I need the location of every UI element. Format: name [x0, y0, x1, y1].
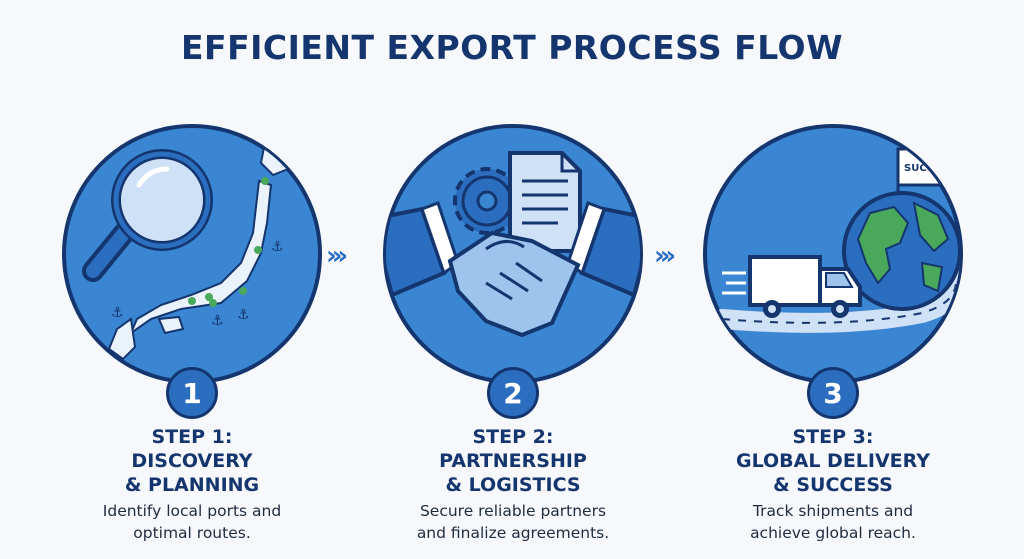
step-2-description: Secure reliable partners and finalize ag… — [363, 500, 663, 544]
page-title: EFFICIENT EXPORT PROCESS FLOW — [180, 28, 843, 67]
step-1-illustration: ⚓ ⚓ ⚓ ⚓ — [61, 123, 323, 385]
step-3-description: Track shipments and achieve global reach… — [683, 500, 983, 544]
step-2-desc-line: and finalize agreements. — [416, 524, 610, 542]
globe-icon — [842, 191, 960, 311]
step-1-number-badge: 1 — [166, 367, 218, 419]
svg-text:⚓: ⚓ — [237, 307, 250, 323]
svg-text:⚓: ⚓ — [111, 305, 124, 321]
step-3-title-line: & SUCCESS — [773, 474, 893, 496]
japan-map — [259, 129, 303, 177]
step-3-title-line: STEP 3: — [792, 426, 874, 448]
flow-arrow-2: ››› — [654, 241, 676, 271]
step-2-title-line: PARTNERSHIP — [439, 450, 587, 472]
step-3-desc-line: Track shipments and — [752, 502, 914, 520]
svg-text:⚓: ⚓ — [271, 239, 284, 255]
step-1-title: STEP 1: DISCOVERY & PLANNING — [42, 425, 342, 497]
step-2-number-badge: 2 — [487, 367, 539, 419]
truck-icon — [722, 255, 862, 318]
step-1-desc-line: Identify local ports and — [102, 502, 282, 520]
step-2-desc-line: Secure reliable partners — [419, 502, 607, 520]
step-2-title: STEP 2: PARTNERSHIP & LOGISTICS — [363, 425, 663, 497]
step-1-title-line: & PLANNING — [124, 474, 260, 496]
step-3-desc-line: achieve global reach. — [750, 524, 916, 542]
handshake-document-gear-icon — [383, 124, 643, 384]
step-1-title-line: STEP 1: — [151, 426, 233, 448]
truck-globe-flag-icon: SUCCESS — [703, 124, 963, 384]
document-icon — [508, 151, 582, 253]
step-1-title-line: DISCOVERY — [131, 450, 253, 472]
step-3-title-line: GLOBAL DELIVERY — [735, 450, 931, 472]
step-3-illustration: SUCCESS — [702, 123, 964, 385]
gear-icon — [453, 167, 521, 235]
magnifier-japan-map-icon: ⚓ ⚓ ⚓ ⚓ — [62, 124, 322, 384]
step-2-illustration — [382, 123, 644, 385]
step-3-title: STEP 3: GLOBAL DELIVERY & SUCCESS — [683, 425, 983, 497]
step-2-title-line: STEP 2: — [472, 426, 554, 448]
step-1-description: Identify local ports and optimal routes. — [42, 500, 342, 544]
step-2-title-line: & LOGISTICS — [445, 474, 581, 496]
handshake-icon — [447, 230, 581, 338]
step-3-number-badge: 3 — [807, 367, 859, 419]
svg-text:⚓: ⚓ — [211, 313, 224, 329]
magnifier-icon — [82, 149, 213, 282]
flow-arrow-1: ››› — [326, 241, 348, 271]
step-1-desc-line: optimal routes. — [133, 524, 251, 542]
